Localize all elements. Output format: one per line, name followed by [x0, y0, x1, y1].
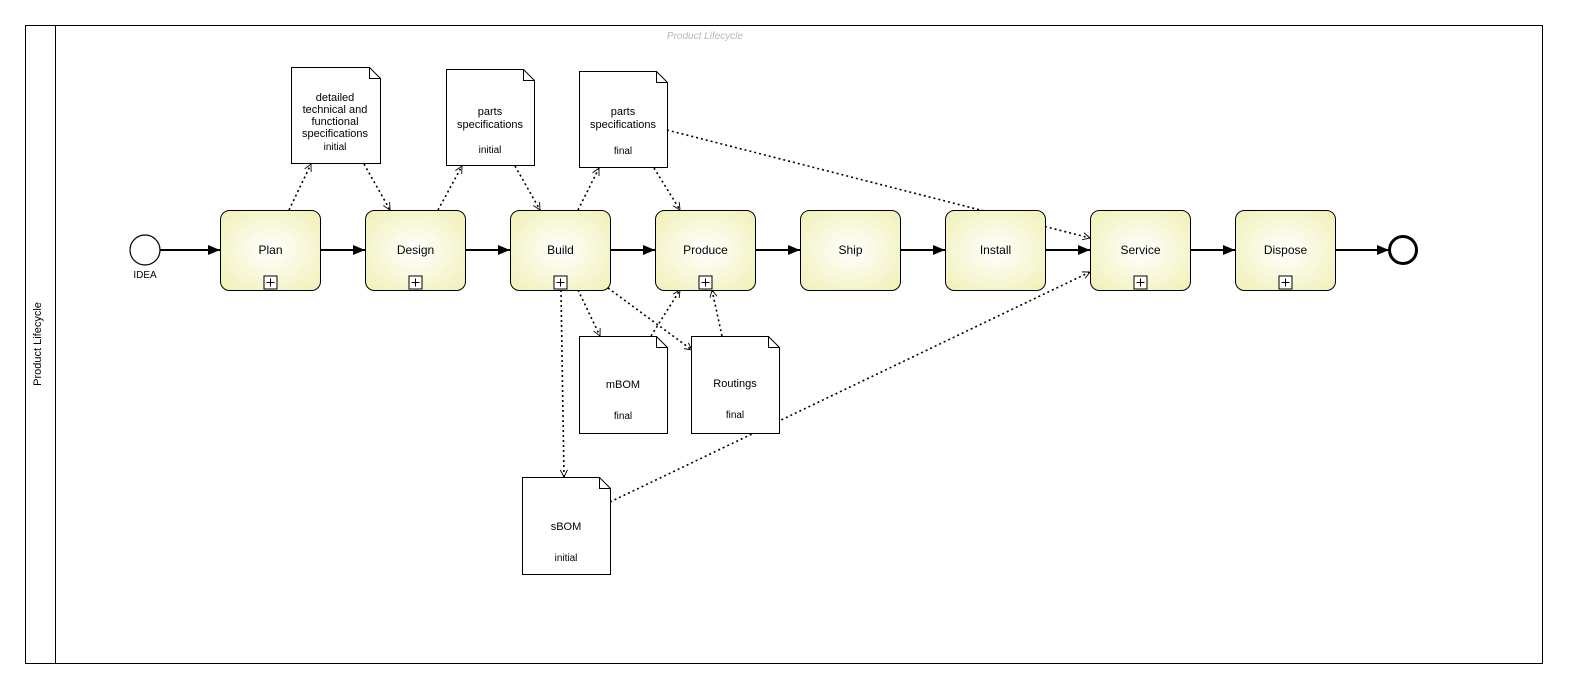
- data-object-state: final: [614, 411, 632, 422]
- task-label: Design: [397, 243, 434, 257]
- data-object-label: detailed: [316, 92, 355, 104]
- data-associations: [288, 129, 1090, 503]
- task-plan[interactable]: Plan: [220, 210, 321, 291]
- data-object-label: functional: [311, 116, 358, 128]
- task-produce[interactable]: Produce: [655, 210, 756, 291]
- pool-label: Product Lifecycle: [32, 302, 44, 386]
- assoc-build-sbom[interactable]: [561, 289, 564, 477]
- subprocess-marker-icon[interactable]: [1133, 275, 1148, 290]
- data-object-spec[interactable]: detailed technical and functional specif…: [291, 67, 381, 164]
- task-design[interactable]: Design: [365, 210, 466, 291]
- pool[interactable]: Product Lifecycle: [25, 25, 1543, 664]
- task-dispose[interactable]: Dispose: [1235, 210, 1336, 291]
- start-event-label: IDEA: [133, 270, 157, 281]
- end-event[interactable]: [1388, 235, 1418, 265]
- data-object-label: technical and: [303, 104, 368, 116]
- data-object-label: sBOM: [551, 521, 582, 533]
- data-object-sbom[interactable]: sBOM initial: [522, 477, 611, 575]
- data-object-state: initial: [324, 142, 347, 153]
- task-label: Produce: [683, 243, 728, 257]
- start-event[interactable]: IDEA: [129, 234, 161, 281]
- task-label: Dispose: [1264, 243, 1308, 257]
- task-build[interactable]: Build: [510, 210, 611, 291]
- data-object-routings[interactable]: Routings final: [691, 336, 780, 434]
- subprocess-marker-icon[interactable]: [698, 275, 713, 290]
- data-object-label: mBOM: [606, 379, 640, 391]
- task-label: Plan: [258, 243, 282, 257]
- subprocess-marker-icon[interactable]: [553, 275, 568, 290]
- data-object-state: final: [726, 410, 744, 421]
- data-object-parts-final[interactable]: parts specifications final: [579, 71, 668, 168]
- data-object-label: Routings: [713, 378, 757, 390]
- task-label: Ship: [838, 243, 862, 257]
- data-object-label: parts: [611, 106, 636, 118]
- subprocess-marker-icon[interactable]: [408, 275, 423, 290]
- assoc-build-mbom[interactable]: [577, 289, 601, 336]
- task-label: Install: [980, 243, 1011, 257]
- data-object-label: specifications: [457, 119, 524, 131]
- data-object-label: specifications: [590, 119, 657, 131]
- assoc-spec-design[interactable]: [363, 163, 391, 210]
- subprocess-marker-icon[interactable]: [263, 275, 278, 290]
- subprocess-marker-icon[interactable]: [1278, 275, 1293, 290]
- data-object-state: final: [614, 146, 632, 157]
- task-service[interactable]: Service: [1090, 210, 1191, 291]
- assoc-sbom-service[interactable]: [609, 271, 1090, 503]
- task-install[interactable]: Install: [945, 210, 1046, 291]
- assoc-mbom-produce[interactable]: [650, 290, 681, 337]
- task-label: Service: [1120, 243, 1160, 257]
- data-object-mbom[interactable]: mBOM final: [579, 336, 668, 434]
- assoc-plan-spec[interactable]: [288, 164, 312, 211]
- data-object-label: specifications: [302, 128, 369, 140]
- data-object-label: parts: [478, 106, 503, 118]
- assoc-design-parts[interactable]: [437, 166, 463, 211]
- task-label: Build: [547, 243, 574, 257]
- data-object-parts-initial[interactable]: parts specifications initial: [446, 69, 535, 166]
- data-object-state: initial: [555, 553, 578, 564]
- assoc-partsfinal-produce[interactable]: [653, 167, 681, 210]
- pool-watermark: Product Lifecycle: [667, 31, 744, 42]
- data-object-state: initial: [479, 145, 502, 156]
- task-ship[interactable]: Ship: [800, 210, 901, 291]
- assoc-parts-build[interactable]: [514, 165, 541, 210]
